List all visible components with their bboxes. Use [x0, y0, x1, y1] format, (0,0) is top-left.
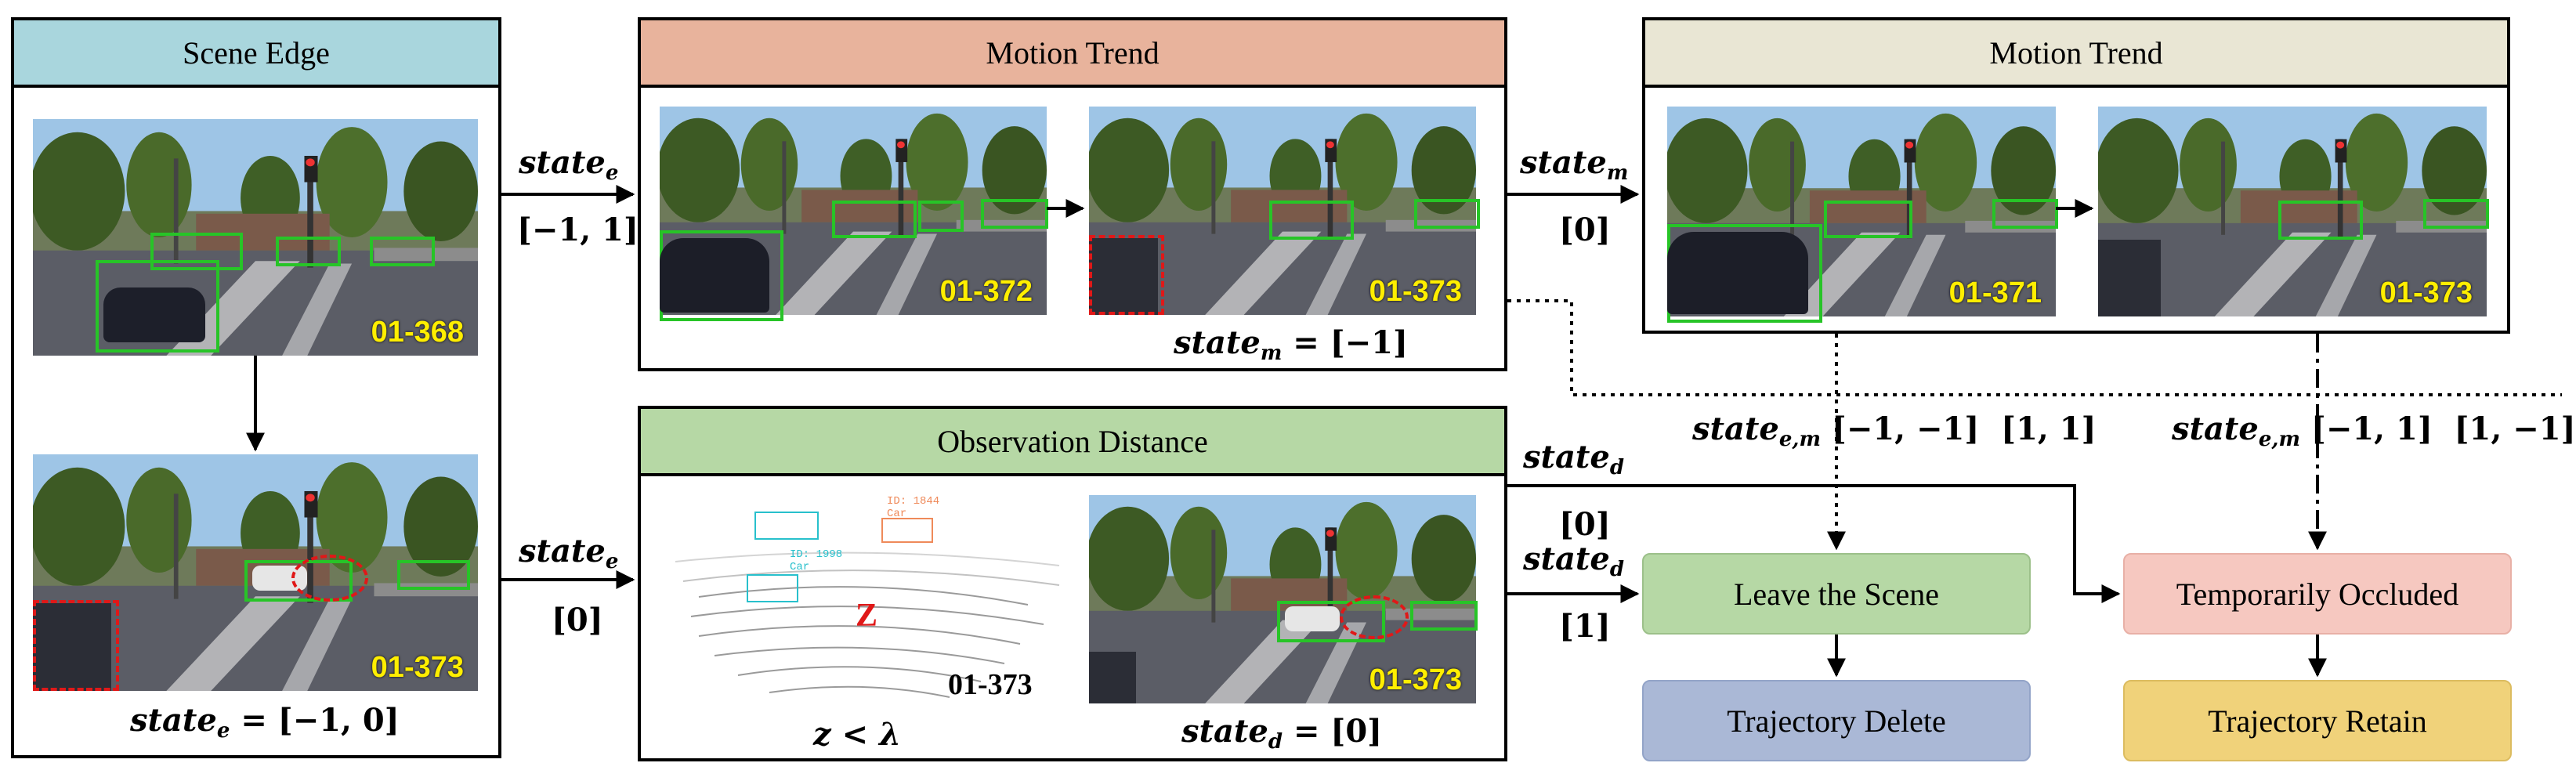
frame-id: 01-371 [1948, 277, 2042, 309]
occlusion-ellipse [291, 555, 368, 602]
scene-edge-state-label: statee = [−1, 0] [130, 702, 400, 743]
edge-label-d0-value: [0] [1559, 506, 1611, 543]
detection-box [981, 199, 1048, 229]
edge-label-e2-value: [0] [552, 602, 603, 638]
dotted-connector [1507, 299, 2562, 396]
lidar-pointcloud: ID: 1844 Car ID: 1998 Car Z 01-373 [652, 487, 1075, 714]
car-shape [1089, 652, 1136, 703]
lidar-tag-car-2: Car [790, 561, 810, 573]
detection-box [918, 201, 964, 232]
detection-box [96, 260, 219, 353]
edge-label-em-left: statee,m [−1, −1] [1, 1] [1692, 410, 2097, 451]
car-shape [1089, 238, 1158, 315]
lidar-frame-id: 01-373 [948, 668, 1033, 701]
edge-label-d1-var: stated [1523, 541, 1625, 581]
detection-box [370, 237, 435, 266]
detection-box [1414, 199, 1480, 229]
observation-distance-title: Observation Distance [937, 423, 1208, 459]
scene-edge-panel: Scene Edge 01-368 01-373 statee = [−1, 0… [11, 17, 501, 758]
frame-id: 01-368 [371, 316, 464, 349]
scene-edge-title: Scene Edge [183, 34, 330, 71]
car-shape [660, 238, 769, 313]
occlusion-ellipse [1340, 595, 1409, 639]
lidar-tag-car-1: Car [887, 508, 907, 520]
detection-box [397, 560, 470, 590]
car-shape [1667, 232, 1808, 314]
scene-image-01-372: 01-372 [660, 107, 1048, 321]
scene-image-01-373-edge: 01-373 [33, 454, 478, 691]
motion-trend-panel-1: Motion Trend 01-372 01-373 statem = [−1] [638, 17, 1507, 371]
detection-box [1269, 201, 1354, 240]
motion-trend-panel-2: Motion Trend 01-371 01-373 [1642, 17, 2510, 334]
detection-box [150, 233, 243, 270]
observation-state-label: stated = [0] [1181, 713, 1383, 754]
scene-image-01-373-obs: 01-373 [1089, 495, 1478, 703]
edge-label-m1-value: [0] [1559, 212, 1611, 248]
detection-box [276, 237, 341, 266]
edge-label-m1-var: statem [1520, 144, 1629, 185]
car-shape [103, 287, 205, 342]
motion-trend-title-1: Motion Trend [986, 34, 1160, 71]
frame-id: 01-372 [939, 275, 1033, 308]
trajectory-retain-box: Trajectory Retain [2123, 680, 2512, 761]
motion-trend-header-1: Motion Trend [641, 20, 1504, 88]
detection-box [832, 201, 917, 238]
condition-label: z < λ [813, 716, 902, 753]
detection-box [1410, 601, 1478, 631]
z-label: Z [856, 598, 878, 634]
frame-id: 01-373 [2379, 277, 2473, 309]
edge-label-em-right: statee,m [−1, 1] [1, −1] [2172, 410, 2576, 451]
temporarily-occluded-box: Temporarily Occluded [2123, 553, 2512, 635]
motion-trend-title-2: Motion Trend [1989, 34, 2163, 71]
frame-id: 01-373 [1369, 663, 1462, 696]
lidar-tag-1998: ID: 1998 [790, 548, 843, 561]
car-shape [33, 603, 111, 691]
lidar-tag-1844: ID: 1844 [887, 495, 940, 508]
car-shape [2098, 240, 2161, 316]
motion-trend-header-2: Motion Trend [1645, 20, 2507, 88]
edge-label-e1-value: [−1, 1] [517, 212, 639, 248]
edge-label-e1-var: statee [519, 144, 619, 185]
observation-distance-header: Observation Distance [641, 409, 1504, 476]
detection-box [2278, 201, 2363, 240]
frame-id: 01-373 [371, 651, 464, 684]
trajectory-delete-box: Trajectory Delete [1642, 680, 2031, 761]
scene-image-01-373-motion: 01-373 [1089, 107, 1480, 315]
edge-frame-marker [33, 600, 119, 691]
detection-box [1992, 199, 2058, 229]
detection-box [2423, 199, 2489, 229]
detection-box [1824, 201, 1912, 238]
scene-image-01-373-motion-2: 01-373 [2098, 107, 2489, 316]
edge-label-d1-value: [1] [1559, 608, 1611, 645]
scene-image-01-368: 01-368 [33, 119, 478, 356]
motion-frame-marker [1089, 235, 1164, 315]
observation-distance-panel: Observation Distance ID: 1844 Car ID: 19… [638, 406, 1507, 761]
car-shape [1285, 606, 1340, 631]
edge-label-d0-var: stated [1523, 439, 1625, 479]
edge-label-e2-var: statee [519, 533, 619, 573]
frame-id: 01-373 [1369, 275, 1462, 308]
motion-trend-state-label: statem = [−1] [1174, 324, 1408, 365]
leave-scene-box: Leave the Scene [1642, 553, 2031, 635]
scene-image-01-371: 01-371 [1667, 107, 2058, 323]
scene-edge-header: Scene Edge [14, 20, 498, 88]
arrow-d0 [1507, 484, 2121, 603]
